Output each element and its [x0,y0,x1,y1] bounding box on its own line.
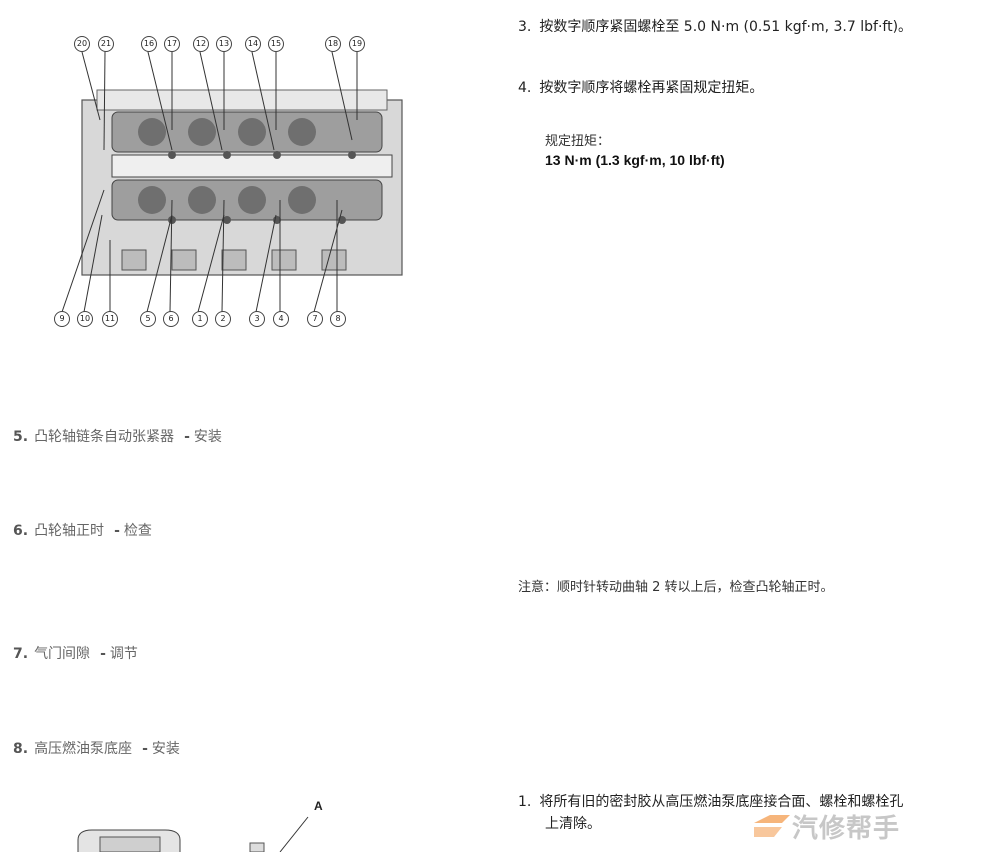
bolt-callout: 17 [164,36,180,52]
cylinder-head-diagram: 20 21 16 17 12 13 14 15 18 19 9 10 11 5 … [52,30,412,335]
section-action: 调节 [109,646,138,662]
bolt-callout: 3 [249,311,265,327]
fuel-pump-base-diagram: A [70,795,350,853]
step-1: 1. 将所有旧的密封胶从高压燃油泵底座接合面、螺栓和螺栓孔 [518,791,978,811]
section-heading: 7.气门间隙-调节 [13,646,138,662]
step-1-continued: 上清除。 [545,816,601,832]
callout-a: A [314,799,323,813]
bolt-callout: 21 [98,36,114,52]
bolt-callout: 12 [193,36,209,52]
step-number: 4. [518,80,532,96]
section-action: 检查 [123,523,152,539]
bolt-callout: 4 [273,311,289,327]
watermark-logo-icon [754,815,790,837]
cylinder-head-illustration [61,51,403,313]
bolt-callout: 1 [192,311,208,327]
bolt-callout: 7 [307,311,323,327]
bolt-callout: 19 [349,36,365,52]
fuel-pump-base-illustration [77,816,309,853]
bolt-callout: 8 [330,311,346,327]
step-text: 将所有旧的密封胶从高压燃油泵底座接合面、螺栓和螺栓孔 [539,794,904,810]
section-heading: 6.凸轮轴正时-检查 [13,523,152,539]
section-action: 安装 [151,741,180,757]
step-4: 4. 按数字顺序将螺栓再紧固规定扭矩。 [518,77,763,97]
section-heading: 8.高压燃油泵底座-安装 [13,741,180,757]
note-text: 注意：顺时针转动曲轴 2 转以上后，检查凸轮轴正时。 [518,580,834,595]
step-text: 按数字顺序将螺栓再紧固规定扭矩。 [539,80,764,96]
section-title: 高压燃油泵底座 [34,741,133,757]
section-action: 安装 [193,429,222,445]
torque-label: 规定扭矩： [545,134,611,149]
watermark: 汽修帮手 [752,806,900,846]
step-number: 3. [518,19,532,35]
step-number: 1. [518,794,532,810]
bolt-callout: 14 [245,36,261,52]
bolt-callout: 2 [215,311,231,327]
watermark-text: 汽修帮手 [792,813,901,844]
section-number: 7. [13,646,29,662]
section-number: 6. [13,523,29,539]
bolt-callout: 5 [140,311,156,327]
section-heading: 5.凸轮轴链条自动张紧器-安装 [13,429,222,445]
bolt-callout: 10 [77,311,93,327]
section-title: 凸轮轴正时 [34,523,105,539]
step-text: 按数字顺序紧固螺栓至 5.0 N·m (0.51 kgf·m, 3.7 lbf·… [539,19,913,35]
bolt-callout: 11 [102,311,118,327]
section-number: 5. [13,429,29,445]
bolt-callout: 18 [325,36,341,52]
section-title: 凸轮轴链条自动张紧器 [34,429,175,445]
torque-value: 13 N·m (1.3 kgf·m, 10 lbf·ft) [545,152,725,168]
bolt-callout: 15 [268,36,284,52]
step-3: 3. 按数字顺序紧固螺栓至 5.0 N·m (0.51 kgf·m, 3.7 lb… [518,16,912,36]
bolt-callout: 9 [54,311,70,327]
bolt-callout: 13 [216,36,232,52]
bolt-callout: 16 [141,36,157,52]
bolt-callout: 6 [163,311,179,327]
bolt-callout: 20 [74,36,90,52]
section-number: 8. [13,741,29,757]
section-title: 气门间隙 [34,646,91,662]
